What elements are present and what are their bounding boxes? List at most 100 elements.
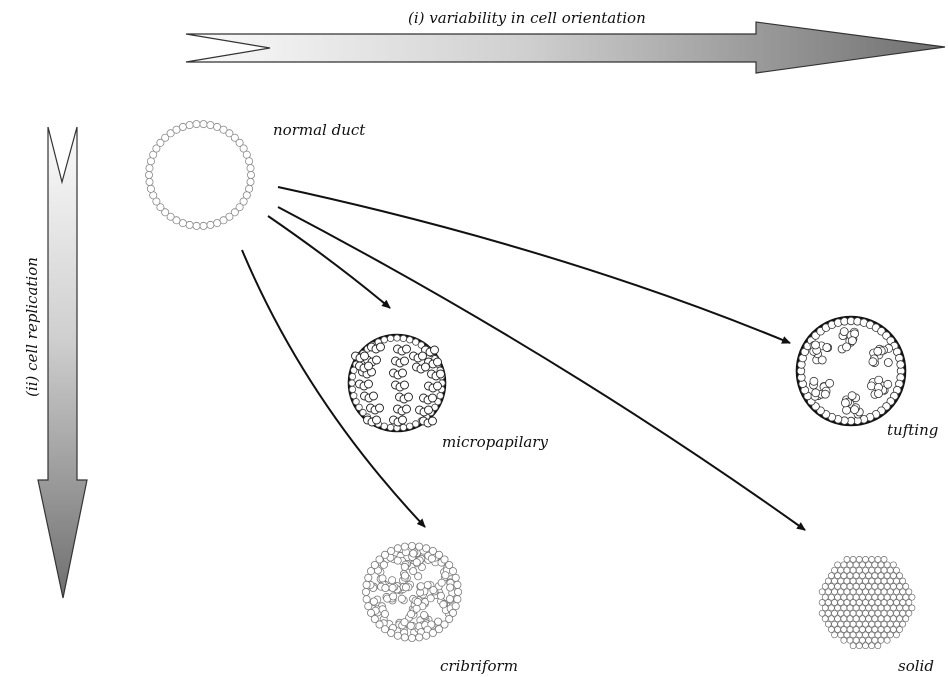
cell: [348, 379, 356, 387]
cell: [865, 561, 872, 569]
cell: [166, 212, 175, 221]
cell: [379, 560, 388, 569]
cell: [855, 642, 863, 650]
cell: [453, 595, 462, 604]
label-micropapillary: micropapilary: [442, 433, 548, 451]
cell: [908, 604, 916, 612]
cell: [862, 599, 869, 606]
cell: [350, 366, 358, 374]
cell: [842, 342, 851, 352]
cell: [883, 379, 893, 389]
cell: [893, 577, 900, 585]
cell: [393, 556, 402, 565]
cell: [393, 631, 402, 640]
cell: [834, 561, 841, 569]
cribriform-duct-shape: [361, 542, 462, 643]
cell: [902, 615, 910, 623]
cell: [877, 636, 885, 644]
cell: [409, 567, 418, 576]
cell: [874, 577, 882, 585]
cell: [825, 378, 834, 388]
cell: [868, 631, 876, 639]
cell: [874, 556, 882, 563]
cell: [400, 356, 409, 366]
cell: [874, 620, 882, 628]
cell: [886, 631, 894, 639]
cell: [896, 583, 903, 590]
cell: [453, 580, 462, 589]
cell: [828, 583, 835, 590]
cell: [824, 599, 832, 606]
cell: [400, 618, 409, 627]
cell: [890, 593, 897, 601]
cell: [877, 615, 885, 623]
cell: [375, 403, 384, 413]
cell: [178, 122, 187, 131]
horizontal-axis-label: (i) variability in cell orientation: [408, 9, 646, 27]
cell: [837, 599, 845, 606]
cell: [397, 594, 406, 603]
cell: [412, 420, 420, 428]
arrow-to-cribriform: [241, 249, 426, 528]
cell: [400, 542, 409, 551]
cell: [899, 599, 907, 606]
cell: [369, 391, 378, 401]
cell: [402, 344, 411, 354]
cell: [880, 588, 888, 596]
cell: [453, 588, 462, 597]
cell: [445, 561, 454, 570]
label-tufting: tufting: [887, 421, 939, 439]
cell: [886, 599, 894, 606]
cell: [886, 566, 894, 574]
cell: [837, 588, 845, 596]
cell: [225, 129, 234, 138]
cell: [871, 636, 879, 644]
cell: [883, 358, 893, 367]
cell: [868, 556, 876, 563]
cell: [852, 604, 860, 612]
cell: [847, 336, 857, 346]
cell: [445, 595, 454, 604]
cell: [880, 556, 888, 563]
cell: [239, 197, 248, 206]
cell: [380, 422, 388, 430]
cell: [839, 327, 849, 337]
cell: [877, 604, 885, 612]
cell: [908, 593, 916, 601]
cell: [366, 567, 375, 576]
cell: [407, 610, 416, 619]
cell: [389, 592, 398, 601]
cell: [852, 561, 860, 569]
cell: [348, 385, 357, 393]
cell: [893, 631, 900, 639]
cell: [852, 615, 860, 623]
cell: [451, 602, 460, 611]
cell: [865, 593, 872, 601]
label-solid: solid: [898, 657, 934, 675]
cell: [809, 376, 819, 386]
cell: [427, 554, 436, 563]
cell: [902, 593, 910, 601]
cell: [433, 357, 442, 367]
cell: [235, 138, 244, 147]
cell: [811, 340, 820, 350]
cell: [883, 583, 891, 590]
arrow-to-solid: [277, 206, 806, 531]
cell: [850, 405, 859, 415]
cell: [905, 609, 913, 617]
cell: [436, 369, 445, 379]
cell: [818, 609, 826, 617]
cell: [415, 633, 424, 642]
cell: [824, 609, 832, 617]
cell: [859, 626, 866, 633]
cell: [406, 422, 414, 430]
cell: [828, 572, 835, 579]
cell: [862, 556, 869, 563]
cell: [152, 197, 161, 206]
cell: [883, 572, 891, 579]
cell: [893, 588, 900, 596]
cell: [421, 362, 430, 372]
cell: [440, 555, 449, 564]
cell: [855, 556, 863, 563]
cell: [868, 642, 876, 650]
